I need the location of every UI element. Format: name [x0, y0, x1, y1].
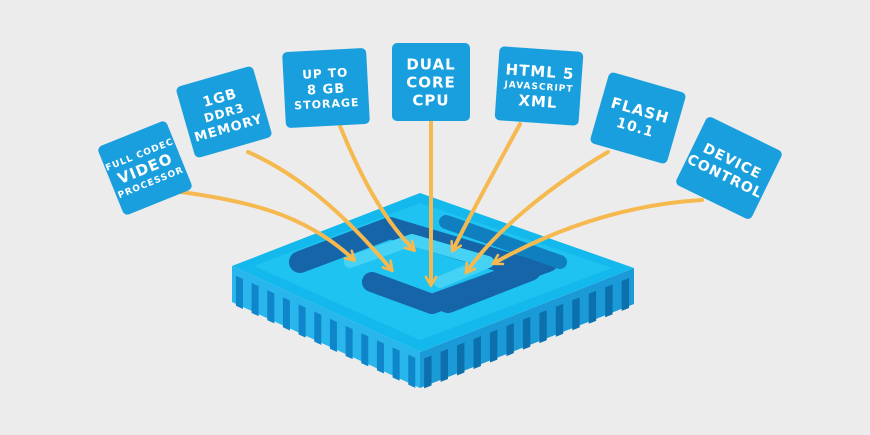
chip-side-left — [232, 266, 420, 388]
chip-pin — [361, 333, 369, 367]
tile-label: STORAGE — [294, 96, 360, 112]
chip-pin — [345, 325, 353, 360]
arrow-memory — [246, 150, 394, 273]
arrow-video — [163, 188, 357, 262]
chip-pin — [489, 329, 498, 363]
tile-background — [98, 121, 192, 215]
chip-pin — [235, 275, 243, 310]
arrow-html5 — [450, 122, 522, 253]
tile-background — [392, 43, 470, 121]
feature-tiles: FULL CODECVIDEOPROCESSOR1GBDDR3MEMORYUP … — [98, 43, 782, 219]
tile-label: HTML 5 — [505, 60, 575, 83]
chip-pin — [408, 354, 416, 388]
tile-background — [176, 66, 272, 158]
chip-pin — [572, 297, 580, 331]
chip-pin — [506, 323, 514, 357]
tile-background — [590, 72, 686, 164]
chip-pin — [440, 349, 448, 382]
arrows — [163, 119, 704, 288]
tile-background — [676, 117, 782, 219]
tile-label: 8 GB — [307, 81, 346, 98]
tile-label: XML — [518, 91, 558, 112]
chip-pin — [605, 284, 613, 318]
chip-pin — [282, 297, 290, 331]
chip-pin — [621, 277, 630, 311]
chip-pin — [555, 303, 564, 337]
chip-pin — [424, 355, 432, 389]
tile-label: DUAL — [406, 56, 455, 74]
tile-label: CPU — [412, 92, 449, 110]
chip-pin — [329, 318, 337, 353]
arrow-storage — [338, 124, 416, 253]
chip-pin — [588, 290, 597, 324]
tile-label: UP TO — [302, 65, 349, 81]
chip-pin — [314, 311, 322, 345]
chip-pin — [473, 336, 481, 369]
tile-background — [494, 46, 584, 126]
chip-pin — [522, 316, 531, 350]
tile-label: CORE — [406, 74, 456, 92]
chip-pin — [267, 290, 275, 324]
chip-pins — [235, 275, 630, 389]
chip-pin — [457, 342, 465, 376]
chip-pin — [298, 304, 306, 338]
tile-background — [282, 48, 370, 128]
chip-pin — [251, 282, 259, 317]
chip-pin — [392, 347, 400, 381]
chip-pin — [376, 340, 384, 374]
chip-pin — [539, 310, 547, 344]
arrow-flash — [464, 150, 610, 275]
arrow-device — [491, 198, 704, 266]
tile-label: JAVASCRIPT — [503, 80, 574, 95]
